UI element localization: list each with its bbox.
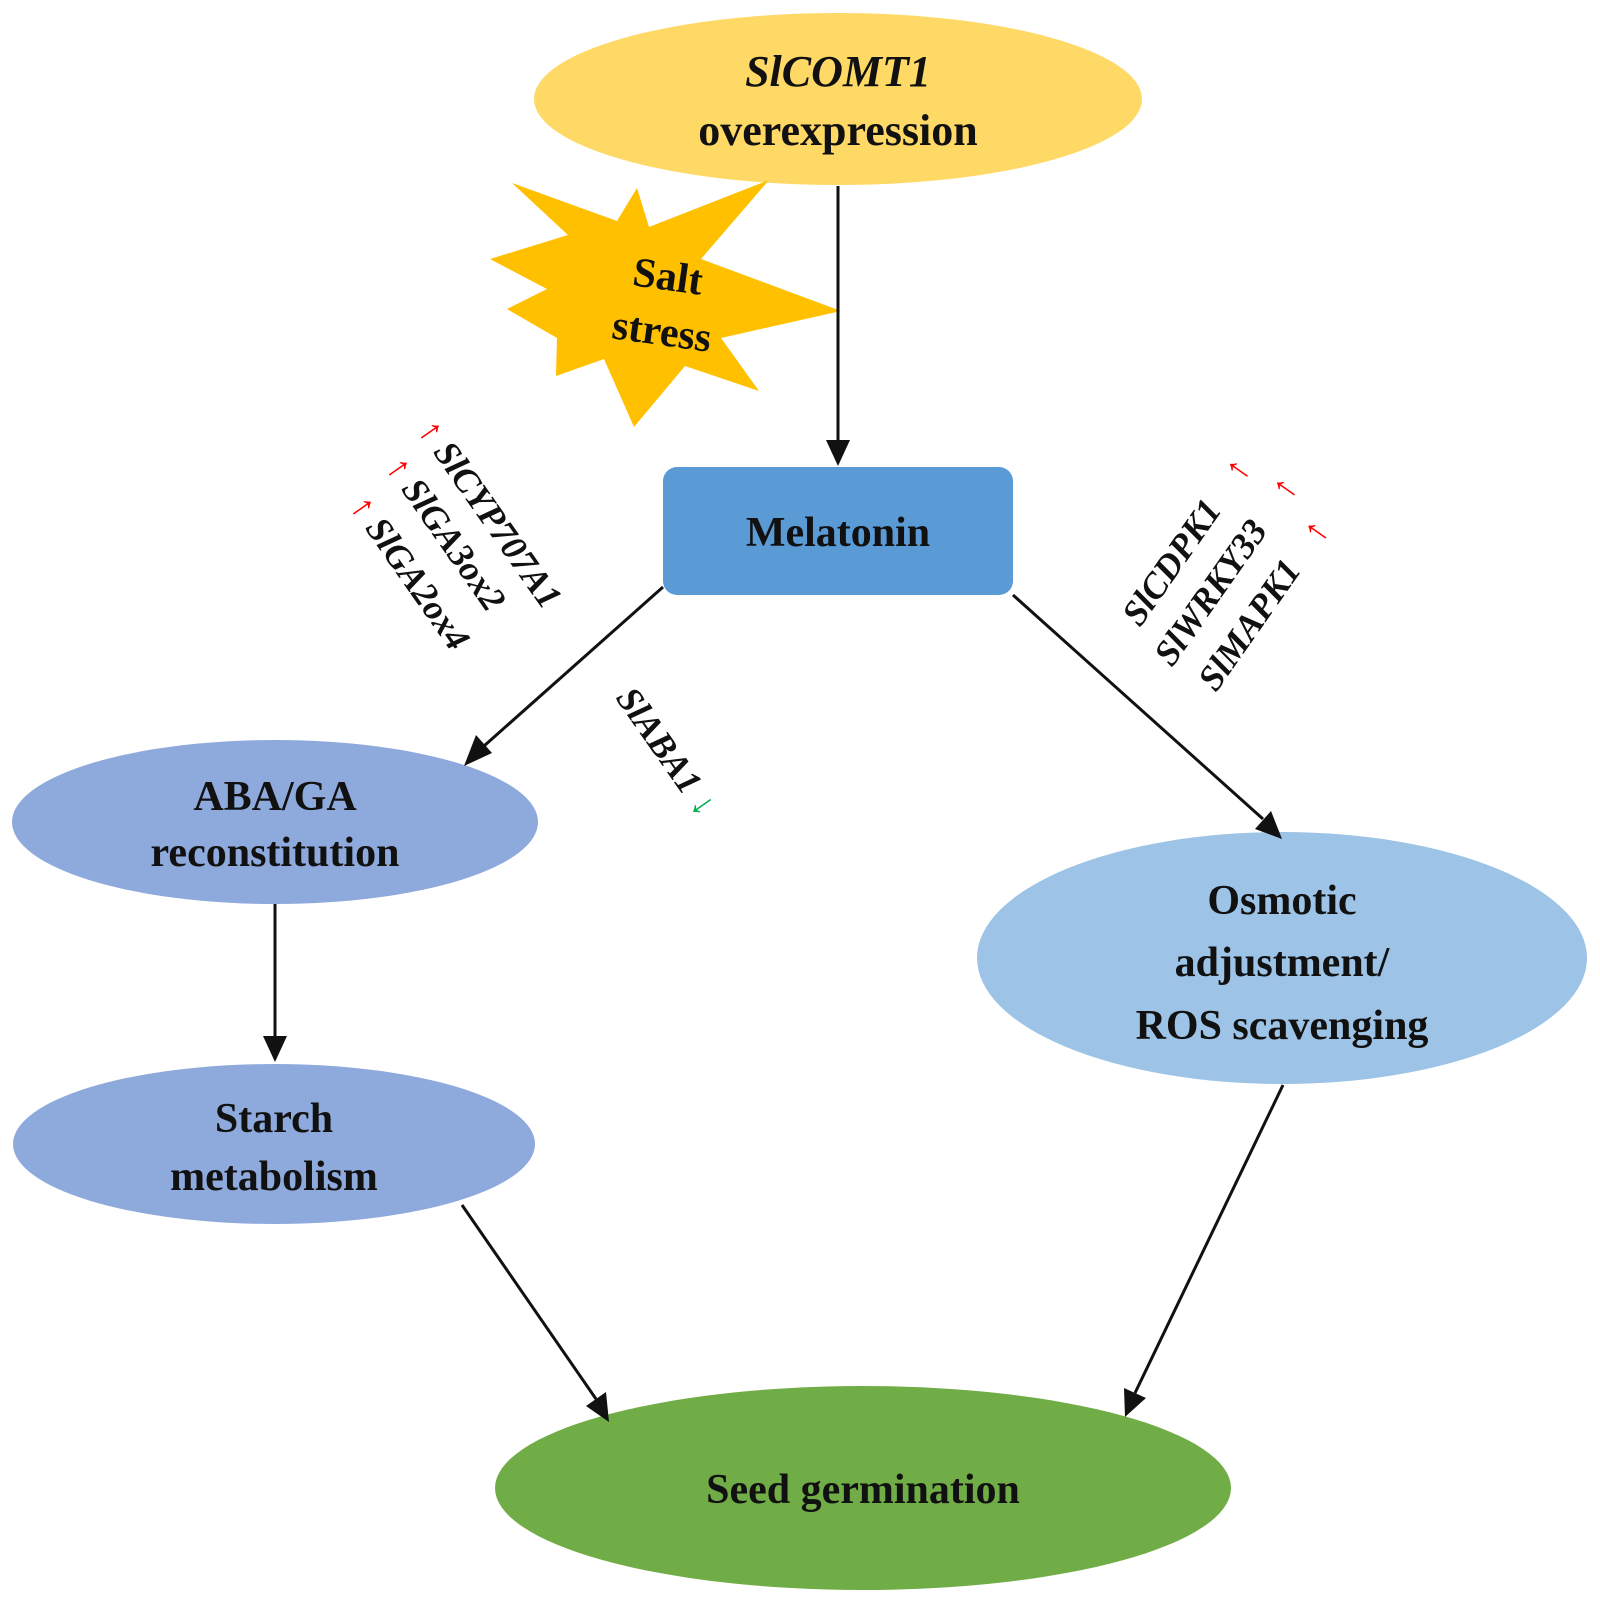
osmotic-label: Osmotic [1207,878,1356,924]
gene-slcdpk1-arrow: ↑ [1215,450,1258,488]
gene-aba-group: SlABA1 ↓ [608,680,725,823]
gene-slaba1-name: SlABA1 [608,680,710,801]
edge-melatonin-to-osmotic [1011,593,1265,821]
arrowhead-melatonin [826,440,850,466]
starch-label: Starch [215,1096,333,1142]
arrowhead-abaga [464,735,492,766]
edge-melatonin-to-abaga [483,585,664,748]
arrowhead-starch [263,1036,287,1062]
adjustment-label: adjustment/ [1175,940,1391,986]
edge-starch-to-seed [460,1204,598,1400]
metabolism-label: metabolism [170,1154,378,1200]
slcomt1-overexpression-node [534,13,1142,185]
ros-scavenging-label: ROS scavenging [1136,1003,1429,1049]
melatonin-label: Melatonin [746,510,930,556]
starch-node [13,1064,535,1224]
slcomt1-label: SlCOMT1 [745,47,931,96]
gene-slaba1: SlABA1 ↓ [608,680,725,823]
salt-label: Salt [630,249,706,304]
osmotic-node [977,832,1587,1084]
genes-right-group: SlCDPK1 ↑ SlWRKY33 ↑ SlMAPK1 ↑ [1114,450,1337,698]
arrowhead-seed-left [586,1392,609,1422]
aba-ga-node [12,740,538,904]
aba-ga-label: ABA/GA [193,774,357,820]
seed-germination-node [495,1386,1231,1590]
arrowhead-osmotic [1255,811,1282,839]
arrowhead-seed-right [1124,1388,1146,1417]
salt-stress-starburst [490,180,841,427]
genes-left-group: ↑ SlCYP707A1 ↑ SlGA3ox2 ↑ SlGA2ox4 [342,412,570,658]
melatonin-node [663,467,1013,595]
reconstitution-label: reconstitution [151,830,400,876]
overexpression-label: overexpression [698,106,977,155]
gene-slwrky33-arrow: ↑ [1262,469,1305,507]
gene-slmapk1-arrow: ↑ [1294,512,1337,550]
seed-germination-label: Seed germination [706,1467,1020,1513]
edges [263,186,1285,1422]
edge-osmotic-to-seed [1133,1084,1285,1394]
